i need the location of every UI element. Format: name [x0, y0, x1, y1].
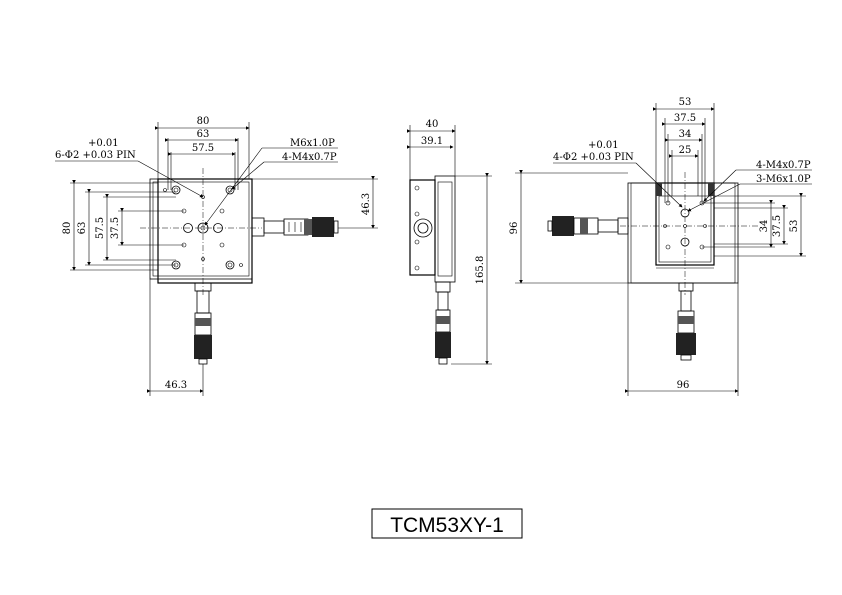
dim-top-h34: 34: [759, 220, 770, 233]
note-top-m4: 4-M4x0.7P: [756, 160, 811, 171]
dim-front-80: 80: [197, 116, 210, 127]
front-micrometer-bottom-knob: [194, 335, 212, 359]
front-micrometer-bottom: [194, 282, 212, 365]
dim-top-h53: 53: [789, 220, 800, 233]
side-view: 40 39.1 165.8: [407, 119, 492, 365]
front-center-hole: [197, 222, 209, 234]
dim-front-h57-5: 57.5: [95, 217, 106, 239]
dim-top-h37-5: 37.5: [772, 215, 783, 237]
note-front-m6: M6x1.0P: [290, 138, 335, 149]
dim-top-w96: 96: [677, 380, 690, 391]
side-knob-boss: [413, 218, 433, 238]
dim-front-h37-5: 37.5: [110, 217, 121, 239]
note-top-tolerance: +0.01: [588, 140, 619, 151]
dim-front-h46-3: 46.3: [361, 193, 372, 215]
front-micrometer-right-knob: [312, 217, 334, 237]
dim-front-57-5: 57.5: [192, 143, 214, 154]
note-front-tolerance: +0.01: [88, 138, 119, 149]
dim-top-37-5: 37.5: [674, 113, 696, 124]
dim-top-34: 34: [679, 129, 692, 140]
front-stage-body: [157, 178, 253, 284]
title-box: [371, 508, 523, 539]
note-top-m6: 3-M6x1.0P: [756, 174, 811, 185]
note-front-m4: 4-M4x0.7P: [282, 152, 337, 163]
title-block: TCM53XY-1: [371, 508, 523, 539]
note-front-pin: 6-Φ2 +0.03 PIN: [55, 150, 136, 161]
model-title: TCM53XY-1: [390, 514, 504, 537]
dim-top-25: 25: [679, 145, 692, 156]
dim-front-h80: 80: [62, 222, 73, 235]
dim-front-w46-3: 46.3: [165, 380, 187, 391]
dim-front-h63: 63: [77, 222, 88, 235]
top-view: 53 37.5 34 25 96 96 53 34: [509, 97, 812, 396]
dim-side-39-1: 39.1: [421, 136, 443, 147]
top-micrometer-left: [547, 216, 629, 236]
dim-side-165-8: 165.8: [475, 256, 486, 285]
note-top-pin: 4-Φ2 +0.03 PIN: [553, 152, 634, 163]
dim-top-53: 53: [679, 97, 692, 108]
dim-side-40: 40: [426, 119, 439, 130]
dim-top-h96: 96: [509, 222, 520, 235]
front-view: 80 63 57.5 80 63 57.5 37.5 46.3: [55, 116, 378, 396]
top-micrometer-bottom: [676, 282, 696, 361]
front-micrometer-right: [251, 217, 339, 237]
dim-front-63: 63: [197, 129, 210, 140]
side-micrometer: [435, 281, 451, 365]
